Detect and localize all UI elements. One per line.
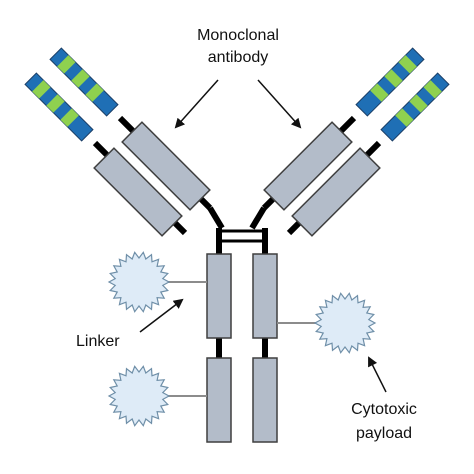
left-upper-stem-domain bbox=[206, 253, 232, 339]
payload-right bbox=[313, 292, 377, 354]
right-lower-stem-domain bbox=[252, 357, 278, 443]
right-outer-tip bbox=[355, 47, 425, 117]
arrow-antibody-left bbox=[174, 79, 219, 129]
payload-upper-left bbox=[107, 251, 171, 313]
label-payload: payload bbox=[356, 425, 412, 442]
left-lower-stem-domain bbox=[206, 357, 232, 443]
left-arm bbox=[24, 47, 225, 237]
left-heavy-domain bbox=[121, 121, 211, 211]
left-heavy-hinge bbox=[207, 206, 225, 230]
stem bbox=[206, 228, 278, 443]
left-light-domain bbox=[93, 147, 183, 237]
label-linker: Linker bbox=[76, 333, 120, 350]
linkers bbox=[166, 281, 318, 397]
left-outer-tip bbox=[49, 47, 119, 117]
label-monoclonal: Monoclonal bbox=[197, 27, 279, 44]
arrow-linker bbox=[139, 298, 184, 333]
right-arm bbox=[249, 47, 450, 237]
right-heavy-hinge bbox=[249, 206, 267, 230]
arrow-antibody-right bbox=[257, 79, 302, 129]
arrow-payload bbox=[368, 356, 387, 393]
right-heavy-domain bbox=[263, 121, 353, 211]
right-upper-stem-domain bbox=[252, 253, 278, 339]
right-light-domain bbox=[291, 147, 381, 237]
label-antibody: antibody bbox=[208, 49, 269, 66]
arrows bbox=[139, 79, 387, 393]
payloads bbox=[107, 251, 377, 427]
label-cytotoxic: Cytotoxic bbox=[351, 401, 417, 418]
left-inner-tip bbox=[24, 72, 94, 142]
right-inner-tip bbox=[380, 72, 450, 142]
payload-lower-left bbox=[107, 365, 171, 427]
